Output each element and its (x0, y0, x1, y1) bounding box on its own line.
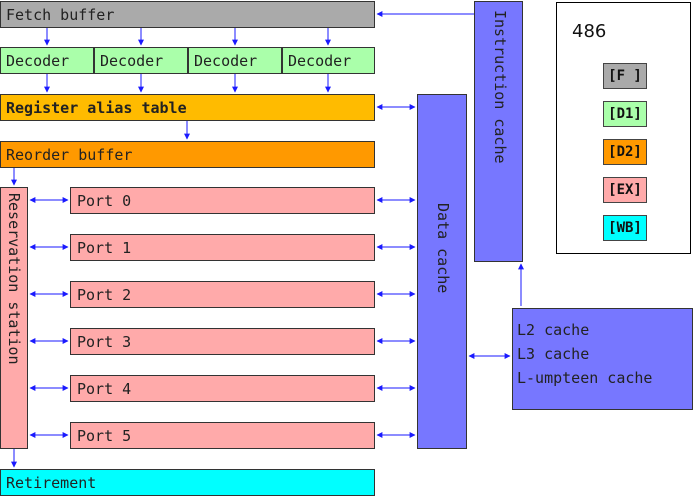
reservation-station: Reservation station (0, 187, 28, 449)
port-2: Port 2 (70, 281, 375, 308)
port-label: Port 0 (77, 192, 132, 210)
l-umpteen-cache-label: L-umpteen cache (517, 369, 653, 387)
port-3: Port 3 (70, 328, 375, 355)
outer-caches: L2 cache L3 cache L-umpteen cache (512, 308, 693, 410)
decoder-label: Decoder (288, 52, 352, 70)
legend-item-writeback: [WB] (603, 215, 647, 241)
port-1: Port 1 (70, 234, 375, 261)
reorder-buffer: Reorder buffer (0, 141, 375, 168)
decoder-label: Decoder (100, 52, 164, 70)
decoder-3: Decoder (282, 47, 375, 74)
retirement-label: Retirement (6, 474, 97, 492)
decoder-label: Decoder (194, 52, 258, 70)
port-5: Port 5 (70, 422, 375, 449)
legend: 486 [F ] [D1] [D2] [EX] [WB] (556, 2, 691, 254)
legend-item-fetch: [F ] (603, 63, 647, 89)
port-4: Port 4 (70, 375, 375, 402)
legend-item-decode2: [D2] (603, 139, 647, 165)
l3-cache-label: L3 cache (517, 345, 590, 363)
port-label: Port 1 (77, 239, 132, 257)
fetch-buffer: Fetch buffer (0, 1, 375, 28)
reorder-buffer-label: Reorder buffer (6, 146, 133, 164)
port-0: Port 0 (70, 187, 375, 214)
decoder-2: Decoder (188, 47, 282, 74)
port-label: Port 4 (77, 380, 132, 398)
l2-cache-label: L2 cache (517, 321, 590, 339)
register-alias-table: Register alias table (0, 94, 375, 121)
decoder-1: Decoder (94, 47, 188, 74)
port-label: Port 2 (77, 286, 132, 304)
legend-item-decode1: [D1] (603, 101, 647, 127)
legend-item-execute: [EX] (603, 177, 647, 203)
port-label: Port 3 (77, 333, 132, 351)
decoder-0: Decoder (0, 47, 94, 74)
register-alias-table-label: Register alias table (6, 99, 187, 117)
fetch-buffer-label: Fetch buffer (6, 6, 115, 24)
legend-title: 486 (572, 21, 607, 42)
decoder-label: Decoder (6, 52, 70, 70)
instruction-cache: Instruction cache (474, 1, 523, 262)
port-label: Port 5 (77, 427, 132, 445)
retirement: Retirement (0, 469, 375, 496)
data-cache: Data cache (417, 94, 467, 449)
